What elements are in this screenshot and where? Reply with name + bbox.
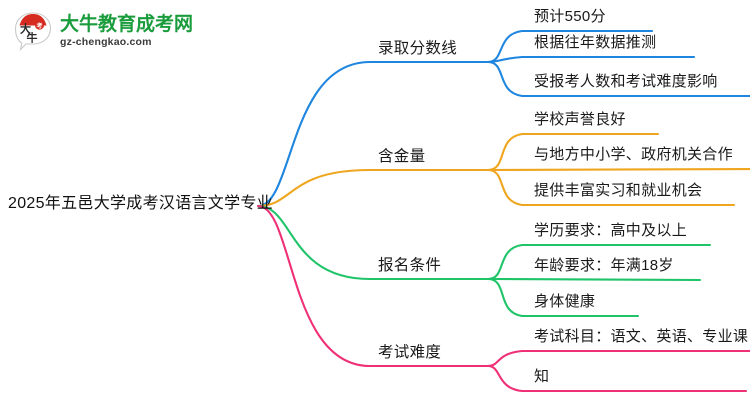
- daniu-speech-bubble-logo-icon: 考 大 牛: [12, 10, 54, 52]
- svg-text:考: 考: [36, 22, 42, 30]
- logo-text-block: 大牛教育成考网 gz-chengkao.com: [60, 15, 193, 48]
- mindmap-root-node[interactable]: 2025年五邑大学成考汉语言文学专业: [8, 195, 273, 212]
- mindmap-leaf-node-2-2[interactable]: 与地方中小学、政府机关合作: [534, 146, 733, 163]
- mindmap-branch-node-1[interactable]: 录取分数线: [378, 40, 458, 57]
- mindmap-leaf-node-2-3[interactable]: 提供丰富实习和就业机会: [534, 182, 703, 199]
- mindmap-leaf-node-4-2[interactable]: 知: [534, 368, 550, 385]
- svg-text:大: 大: [20, 22, 31, 36]
- mindmap-branch-node-3[interactable]: 报名条件: [378, 257, 442, 274]
- mindmap-branch-node-4[interactable]: 考试难度: [378, 344, 442, 361]
- svg-text:牛: 牛: [27, 31, 38, 45]
- mindmap-leaf-node-2-1[interactable]: 学校声誉良好: [534, 111, 626, 128]
- mindmap-leaf-node-1-3[interactable]: 受报考人数和考试难度影响: [534, 73, 718, 90]
- mindmap-leaf-node-3-2[interactable]: 年龄要求：年满18岁: [534, 257, 674, 274]
- mindmap-leaf-node-3-1[interactable]: 学历要求：高中及以上: [534, 222, 688, 239]
- mindmap-leaf-node-1-2[interactable]: 根据往年数据推测: [534, 34, 657, 51]
- mindmap-leaf-node-1-1[interactable]: 预计550分: [534, 8, 606, 25]
- logo-subtitle: gz-chengkao.com: [60, 35, 152, 48]
- logo-title: 大牛教育成考网: [60, 13, 194, 35]
- mindmap-leaf-node-3-3[interactable]: 身体健康: [534, 293, 596, 310]
- mindmap-branch-node-2[interactable]: 含金量: [378, 148, 426, 165]
- mindmap-leaf-node-4-1[interactable]: 考试科目：语文、英语、专业课: [534, 328, 749, 345]
- site-logo: 考 大 牛 大牛教育成考网 gz-chengkao.com: [12, 6, 193, 56]
